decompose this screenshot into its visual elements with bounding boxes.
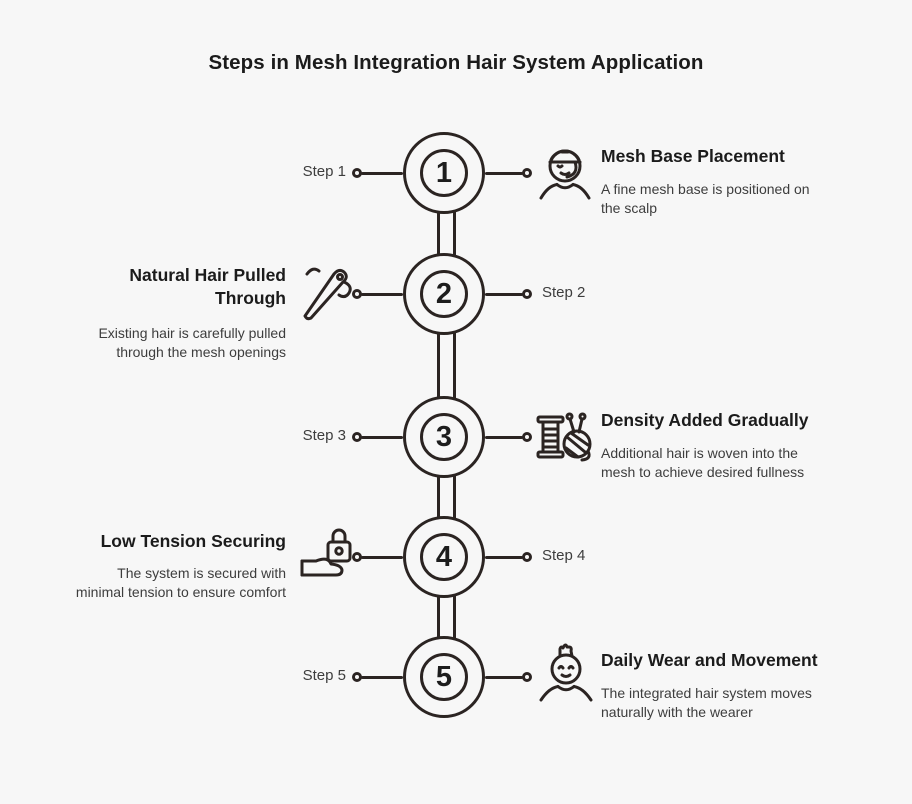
step-4-node: 4 xyxy=(403,516,485,598)
step-4-label: Step 4 xyxy=(542,547,586,564)
connector-dot xyxy=(522,432,532,442)
needle-thread-icon xyxy=(297,258,361,322)
page-title: Steps in Mesh Integration Hair System Ap… xyxy=(208,51,704,74)
step-4-heading: Low Tension Securing xyxy=(100,531,286,551)
connector-dot xyxy=(522,552,532,562)
step-5-node: 5 xyxy=(403,636,485,718)
step-2-heading: Natural Hair Pulled Through xyxy=(129,265,286,308)
step-3-number: 3 xyxy=(420,413,468,461)
step-2-description: Existing hair is carefully pulled throug… xyxy=(98,325,286,360)
connector-dot xyxy=(352,289,362,299)
timeline-connector xyxy=(437,173,456,294)
connector-dot xyxy=(352,672,362,682)
step-4-description: The system is secured with minimal tensi… xyxy=(75,565,286,600)
connector-line xyxy=(485,292,523,296)
mohawk-head-icon xyxy=(534,642,598,706)
connector-line xyxy=(485,675,523,679)
lock-hand-icon xyxy=(300,521,364,585)
step-2-number: 2 xyxy=(420,270,468,318)
step-5-number: 5 xyxy=(420,653,468,701)
connector-dot xyxy=(522,289,532,299)
step-4-number: 4 xyxy=(420,533,468,581)
connector-line xyxy=(361,435,403,439)
step-5-description: The integrated hair system moves natural… xyxy=(601,685,812,720)
connector-line xyxy=(485,171,523,175)
step-5-label: Step 5 xyxy=(302,667,346,684)
connector-dot xyxy=(352,432,362,442)
step-3-heading: Density Added Gradually xyxy=(601,410,809,430)
step-1-node: 1 xyxy=(403,132,485,214)
step-5-heading: Daily Wear and Movement xyxy=(601,650,818,670)
step-3-description: Additional hair is woven into the mesh t… xyxy=(601,445,805,480)
connector-dot xyxy=(522,168,532,178)
step-1-heading: Mesh Base Placement xyxy=(601,146,785,166)
capped-head-icon xyxy=(533,141,597,205)
step-1-number: 1 xyxy=(420,149,468,197)
step-2-node: 2 xyxy=(403,253,485,335)
connector-dot xyxy=(352,552,362,562)
step-3-label: Step 3 xyxy=(302,427,346,444)
step-1-label: Step 1 xyxy=(302,163,346,180)
connector-line xyxy=(361,675,403,679)
connector-line xyxy=(485,555,523,559)
timeline-connector xyxy=(437,294,456,437)
connector-dot xyxy=(522,672,532,682)
spool-yarn-icon xyxy=(533,406,597,470)
connector-line xyxy=(361,171,403,175)
connector-line xyxy=(361,292,403,296)
connector-dot xyxy=(352,168,362,178)
timeline-connector xyxy=(437,437,456,557)
connector-line xyxy=(485,435,523,439)
step-1-description: A fine mesh base is positioned on the sc… xyxy=(601,181,810,216)
timeline-connector xyxy=(437,557,456,677)
step-3-node: 3 xyxy=(403,396,485,478)
connector-line xyxy=(361,555,403,559)
step-2-label: Step 2 xyxy=(542,284,586,301)
